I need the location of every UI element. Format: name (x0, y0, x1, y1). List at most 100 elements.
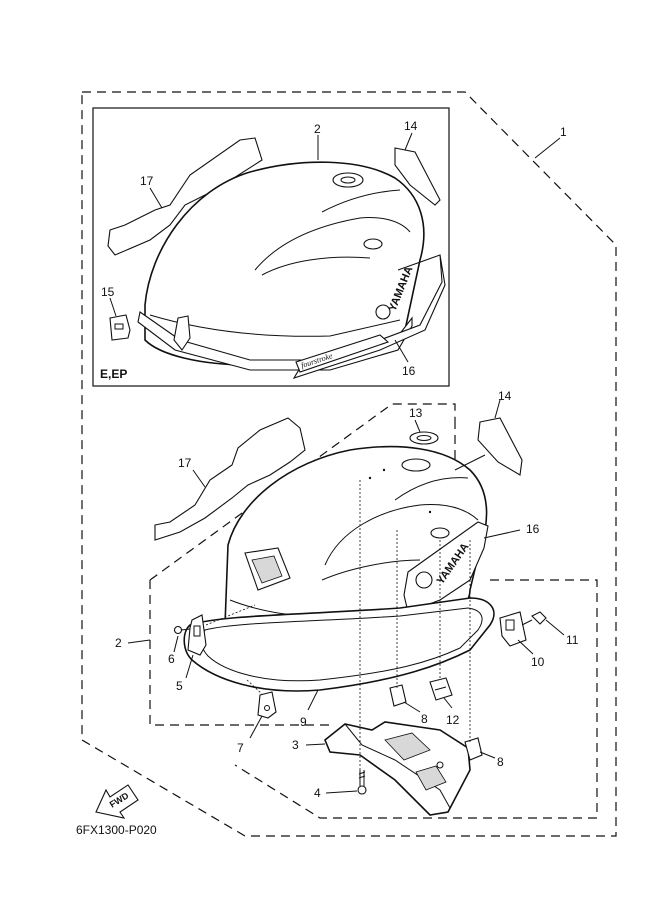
screw-hole-1 (382, 468, 386, 472)
inset-decal-14 (394, 147, 441, 206)
leader-8b (479, 751, 496, 759)
leader-1 (534, 137, 561, 159)
inset-decal-17 (107, 137, 263, 256)
screw-4-thread (358, 770, 366, 786)
leader-13 (414, 419, 421, 433)
inset-callout-14: 14 (404, 119, 418, 133)
inset-hook-15 (109, 314, 131, 341)
callout-4: 4 (314, 786, 321, 800)
seal-9 (183, 597, 495, 692)
inset-callout-15: 15 (101, 285, 115, 299)
callout-10: 10 (531, 655, 545, 669)
inset-box (92, 107, 450, 387)
callout-16: 16 (526, 522, 540, 536)
bottom-boundary (234, 579, 598, 819)
leader-11 (545, 619, 565, 636)
decal-17 (154, 417, 306, 541)
inset-cap-oval (332, 172, 364, 188)
bolt-11 (531, 611, 547, 625)
bracket-5 (187, 614, 207, 656)
screw-hole-2 (368, 476, 372, 480)
callout-2: 2 (115, 636, 122, 650)
screw-6-shank (180, 628, 191, 631)
callout-8b: 8 (497, 755, 504, 769)
leader-9 (307, 689, 319, 711)
leader-5 (185, 654, 194, 679)
screw-hole-3 (428, 510, 432, 514)
brand-emblem (415, 571, 433, 589)
grommet-8a (389, 684, 407, 707)
inset-decal-fourstroke (295, 334, 390, 373)
screw-4-head (357, 785, 367, 795)
inset-latch (173, 315, 191, 351)
leader-3 (305, 743, 326, 746)
cowling-ridge-1 (394, 477, 469, 501)
mount-3-upper (344, 723, 451, 809)
cowling-ridge-3 (321, 559, 421, 581)
leader-14 (494, 399, 501, 419)
bolt-11-shank (521, 619, 533, 626)
leader-2 (127, 639, 151, 644)
inset-leader-17 (149, 187, 163, 209)
assembly-boundary (81, 91, 617, 837)
inset-callout-16: 16 (402, 364, 416, 378)
callout-1: 1 (560, 125, 567, 139)
seal-9-inner (201, 607, 483, 682)
callout-12: 12 (446, 713, 460, 727)
grommet-8b (464, 737, 483, 761)
figure-code: 6FX1300-P020 (76, 823, 157, 837)
inset-cowling-ridge-3 (261, 256, 371, 276)
leader-16 (483, 529, 521, 539)
bracket-5-guide (205, 604, 256, 626)
callout-6: 6 (168, 652, 175, 666)
inset-label: E,EP (100, 367, 127, 381)
inset-cap-inner (340, 176, 356, 184)
oval-hole (430, 527, 450, 539)
bracket-10 (499, 611, 527, 647)
callout-8a: 8 (421, 712, 428, 726)
inset-leader-15 (109, 297, 117, 317)
bracket-5-slot (193, 625, 201, 637)
inset-leader-14 (404, 132, 413, 151)
inset-hole-oval (363, 238, 383, 250)
mount-3-recess (384, 732, 431, 761)
decal-14-link (454, 454, 486, 471)
align-line-5 (246, 679, 263, 695)
cowling-ridge-2 (324, 504, 479, 566)
callout-5: 5 (176, 679, 183, 693)
bracket-10-slot (505, 619, 515, 631)
screw-6-head (173, 625, 183, 635)
latch-12 (429, 677, 453, 701)
callout-17: 17 (178, 456, 192, 470)
fwd-arrow (95, 784, 139, 819)
leader-4 (325, 790, 358, 794)
cowling-boundary (149, 403, 456, 726)
air-vent-inner (251, 555, 283, 584)
cap-recess (401, 458, 431, 472)
leader-7 (249, 715, 263, 739)
latch-12-bar (434, 686, 447, 691)
cap-13 (409, 431, 439, 445)
leader-17 (192, 469, 206, 488)
leader-12 (443, 697, 453, 709)
callout-9: 9 (300, 715, 307, 729)
inset-cowling-rim (137, 311, 413, 371)
callout-14: 14 (498, 389, 512, 403)
leader-8a (403, 701, 421, 713)
callout-11: 11 (566, 633, 579, 647)
inset-cowling-skirt (149, 314, 401, 337)
mount-3-slot (415, 765, 447, 791)
leader-6 (173, 635, 179, 653)
inset-cowling-ridge-1 (321, 189, 401, 213)
mount-3 (324, 721, 471, 816)
cap-13-inner (416, 435, 432, 441)
mount-3-hole (436, 761, 444, 769)
inset-brand-emblem (375, 304, 391, 320)
callout-3: 3 (292, 738, 299, 752)
callout-7: 7 (237, 741, 244, 755)
inset-leader-16 (394, 339, 409, 363)
hook-7-hole (264, 705, 270, 711)
inset-cowling-ridge-2 (254, 217, 411, 271)
leader-10 (517, 639, 534, 655)
decal-14 (477, 417, 523, 476)
